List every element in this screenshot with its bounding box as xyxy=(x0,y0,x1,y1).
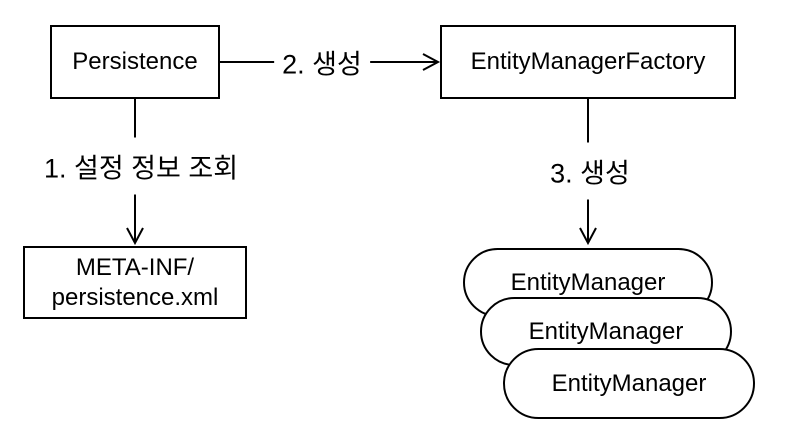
node-entity-manager-1-label: EntityManager xyxy=(510,268,666,296)
node-persistence-xml-line1: META-INF/ xyxy=(75,253,195,281)
edge-label-create-entity-manager: 3. 생성 xyxy=(541,142,639,200)
node-entity-manager-3-label: EntityManager xyxy=(551,369,707,397)
node-entity-manager-factory: EntityManagerFactory xyxy=(440,25,736,99)
node-persistence-xml-line2: persistence.xml xyxy=(51,283,219,311)
arrow-right-head-icon xyxy=(422,53,441,71)
node-persistence-label: Persistence xyxy=(72,48,198,75)
node-persistence-xml: META-INF/ persistence.xml xyxy=(23,246,247,319)
edge-label-config-lookup: 1. 설정 정보 조회 xyxy=(34,137,248,195)
arrow-down-head-icon xyxy=(126,227,144,246)
node-entity-manager-2-label: EntityManager xyxy=(528,317,684,345)
node-entity-manager-3: EntityManager xyxy=(503,348,755,419)
edge-label-create-factory: 2. 생성 xyxy=(274,40,370,84)
arrow-down-head-icon xyxy=(579,227,597,246)
node-persistence: Persistence xyxy=(50,25,220,99)
node-entity-manager-factory-label: EntityManagerFactory xyxy=(470,48,706,75)
